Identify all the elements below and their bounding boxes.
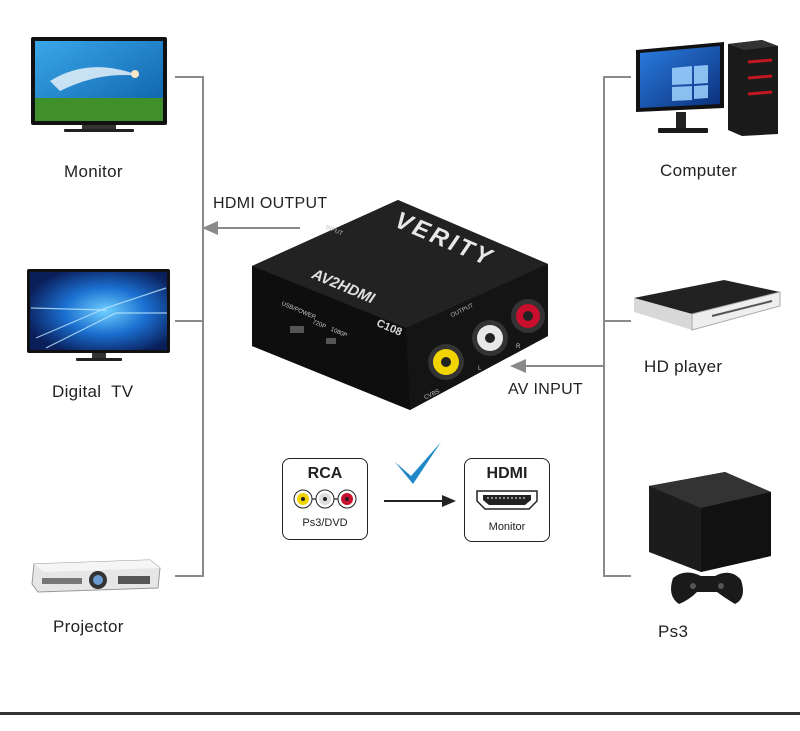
monitor-device bbox=[30, 36, 168, 136]
rca-source-box: RCA Ps3/DVD bbox=[282, 458, 368, 540]
rca-connectors-icon bbox=[293, 489, 357, 509]
adapter-port-r: R bbox=[516, 344, 521, 350]
left-connector-monitor bbox=[175, 76, 204, 78]
hdmi-title: HDMI bbox=[486, 465, 528, 482]
right-connector-hd-player bbox=[603, 320, 631, 322]
digital-tv-device bbox=[26, 268, 171, 363]
av-input-arrow bbox=[510, 359, 604, 373]
hdmi-output-arrow bbox=[202, 221, 300, 235]
hdmi-sub: Monitor bbox=[488, 521, 526, 533]
monitor-label: Monitor bbox=[64, 162, 123, 181]
computer-illustration bbox=[636, 40, 778, 136]
ps3-label: Ps3 bbox=[658, 622, 689, 641]
digital-tv-label: Digital TV bbox=[52, 382, 134, 401]
hd-player-device bbox=[632, 276, 782, 334]
adapter-illustration bbox=[252, 200, 548, 410]
projector-device bbox=[30, 554, 162, 596]
checkmark-icon bbox=[395, 442, 441, 484]
left-connector-projector bbox=[175, 575, 204, 577]
adapter-port-l: L bbox=[478, 366, 482, 372]
hd-player-label: HD player bbox=[644, 357, 723, 376]
computer-label: Computer bbox=[660, 161, 738, 180]
conversion-arrow bbox=[384, 495, 456, 507]
hdmi-output-label: HDMI OUTPUT bbox=[213, 195, 328, 212]
rca-title: RCA bbox=[307, 465, 343, 482]
hd-player-illustration bbox=[634, 280, 781, 331]
left-connector-vertical bbox=[202, 76, 204, 576]
hdmi-port-icon bbox=[476, 490, 538, 510]
monitor-illustration bbox=[31, 37, 167, 132]
projector-label: Projector bbox=[53, 617, 124, 636]
hdmi-destination-box: HDMI Monitor bbox=[464, 458, 550, 542]
projector-illustration bbox=[31, 559, 161, 593]
ps3-illustration bbox=[649, 472, 771, 604]
bottom-divider bbox=[0, 712, 800, 715]
computer-device bbox=[632, 38, 782, 138]
left-connector-tv bbox=[175, 320, 204, 322]
digital-tv-illustration bbox=[27, 269, 170, 361]
ps3-device bbox=[645, 468, 775, 618]
av-input-label: AV INPUT bbox=[508, 381, 584, 398]
right-connector-vertical bbox=[603, 76, 605, 576]
right-connector-ps3 bbox=[603, 575, 631, 577]
av2hdmi-adapter: VERITY AV2HDMI C108 INPUT OUTPUT USB/POW… bbox=[250, 196, 550, 416]
rca-sub: Ps3/DVD bbox=[302, 517, 348, 529]
right-connector-computer bbox=[603, 76, 631, 78]
